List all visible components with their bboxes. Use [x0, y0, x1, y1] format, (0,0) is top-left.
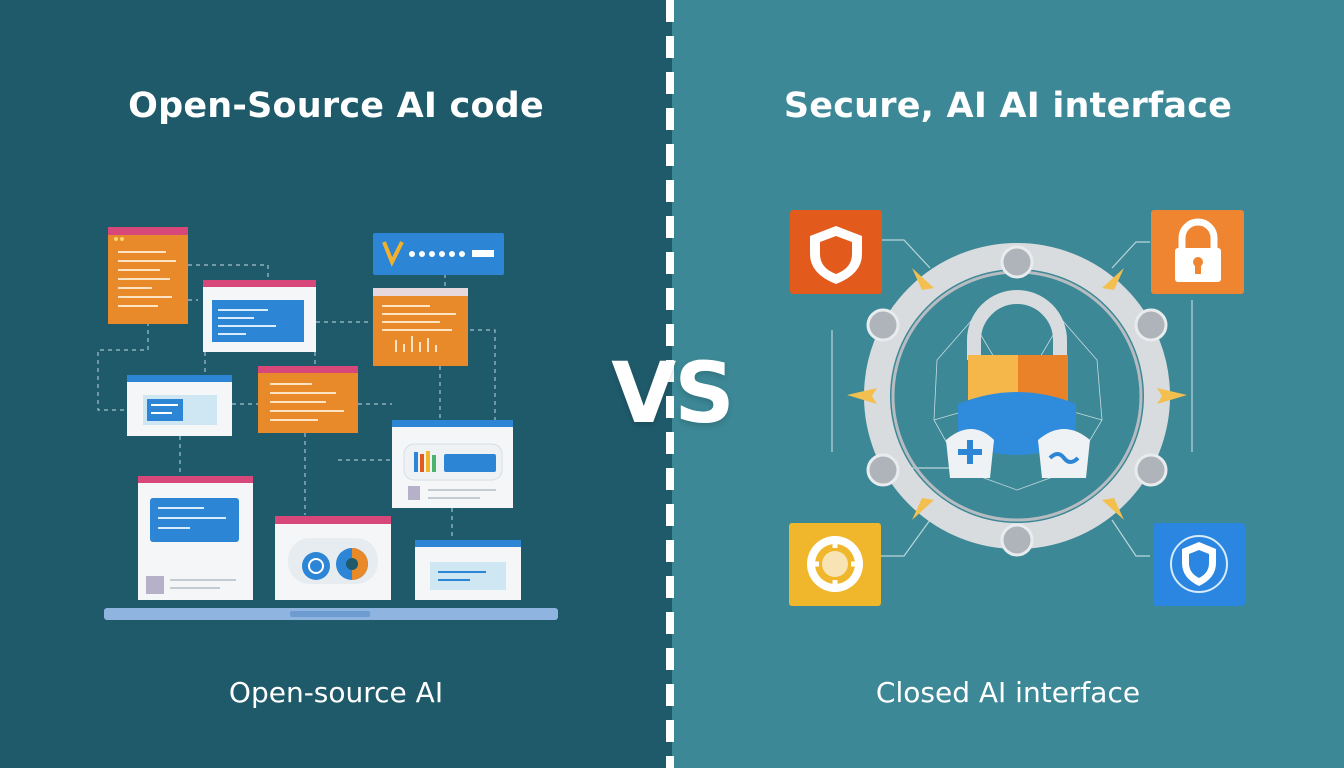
shield-check-icon [1153, 523, 1245, 606]
open-source-caption: Open-source AI [228, 676, 444, 709]
dashed-divider [666, 0, 674, 768]
code-window-white-4 [415, 540, 521, 600]
vs-label: VS [611, 344, 735, 442]
padlock-icon [1151, 210, 1244, 294]
code-windows-illustration [97, 227, 558, 620]
connector-lines [97, 264, 496, 540]
code-window-white-1 [203, 280, 316, 352]
code-window-chart [392, 420, 513, 508]
shield-icon [790, 210, 882, 294]
lock-icon [946, 290, 1090, 478]
code-window-orange-3 [258, 366, 358, 433]
closed-ai-caption: Closed AI interface [875, 676, 1141, 709]
toolbar-window [373, 233, 504, 275]
code-window-white-2 [127, 375, 232, 436]
code-window-orange-2 [373, 288, 468, 366]
security-hub-illustration [789, 210, 1245, 606]
code-window-orange-1 [108, 227, 188, 324]
right-panel: Secure, AI AI interface [672, 0, 1344, 768]
hub-connectors [831, 239, 1193, 557]
code-window-white-3 [138, 476, 253, 600]
security-ring [847, 243, 1187, 557]
left-panel: Open-Source AI code [0, 0, 672, 768]
gear-icon [789, 523, 881, 606]
closed-ai-title: Secure, AI AI interface [783, 86, 1233, 126]
code-window-circles [275, 516, 391, 600]
open-source-title: Open-Source AI code [128, 86, 544, 126]
